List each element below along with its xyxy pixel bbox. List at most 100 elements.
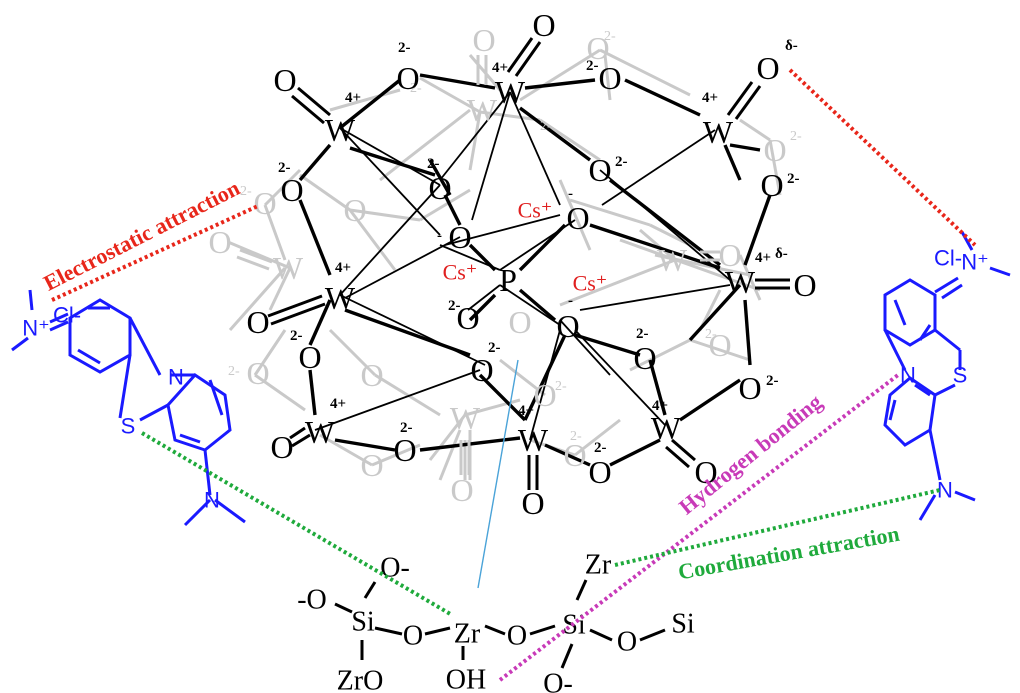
delta-charge: δ- <box>775 246 788 262</box>
tungsten-atom: W <box>725 264 756 300</box>
tungsten-charge: 4+ <box>345 90 361 106</box>
ghost-oxygen: O <box>708 327 731 363</box>
terminal-oxygen: O <box>273 62 296 98</box>
coordination-axis-line <box>477 359 519 589</box>
silicon-atom: Si <box>351 607 375 638</box>
tungsten-charge: 4+ <box>652 398 668 414</box>
bridging-oxygen: O <box>428 170 451 206</box>
coordination-label: Coordination attraction <box>676 521 901 585</box>
ghost-charge: 2- <box>604 29 616 44</box>
ghost-tungsten: W <box>657 242 688 278</box>
bridging-oxygen: O <box>393 432 416 468</box>
phosphate-oxygen: O <box>566 200 589 236</box>
terminal-oxygen: O <box>521 485 544 521</box>
ghost-oxygen: O <box>450 472 473 508</box>
oxygen-charge: 2- <box>594 440 607 456</box>
bridging-oxygen: O <box>588 454 611 490</box>
tungsten-charge: 4+ <box>492 60 508 76</box>
right-dye-atoms: N⁺ Cl- N S N <box>900 246 989 503</box>
ghost-oxygen: O <box>586 30 609 66</box>
ghost-charge: 2- <box>540 119 552 134</box>
support-oxygen-anion: O- <box>543 669 573 693</box>
ghost-oxygen: O <box>343 192 366 228</box>
oxygen-charge: 2- <box>398 40 411 56</box>
dye-sulfur: S <box>953 363 968 388</box>
cesium-cation: Cs⁺ <box>518 198 553 223</box>
support-oxygen-anion: -O <box>297 585 327 616</box>
bridging-oxygen: O <box>298 339 321 375</box>
oxygen-charge: 2- <box>278 160 291 176</box>
oxygen-charge: 2- <box>290 328 303 344</box>
tungsten-atom: W <box>495 74 526 110</box>
dye-nitrogen-cation: N⁺ <box>961 250 989 275</box>
support-bonds <box>334 579 666 669</box>
zirconium-atom: Zr <box>585 550 612 581</box>
bridging-oxygen: O <box>633 340 656 376</box>
dye-nitrogen: N <box>168 365 184 390</box>
terminal-oxygen: O <box>793 267 816 303</box>
zirconium-atom: Zr <box>454 619 481 650</box>
oxygen-charge: - <box>568 293 573 309</box>
bridging-oxygen: O <box>760 167 783 203</box>
dye-nitrogen-cation: N⁺ <box>22 316 50 341</box>
dye-sulfur: S <box>121 414 136 439</box>
bridging-oxygen: O <box>598 60 621 96</box>
tungsten-charge: 4+ <box>518 403 534 419</box>
back-double-bonds <box>236 55 720 475</box>
ghost-tungsten: W <box>273 250 304 286</box>
oxygen-charge: 2- <box>615 154 628 170</box>
oxygen-charge: - <box>568 186 573 202</box>
tungsten-atom: W <box>305 414 336 450</box>
oxygen-charge: - <box>437 228 442 244</box>
ghost-charge: 2- <box>570 429 582 444</box>
tungsten-atom: W <box>651 410 682 446</box>
tungsten-atom: W <box>703 114 734 150</box>
ghost-oxygen: O <box>246 355 269 391</box>
ghost-oxygen: O <box>360 357 383 393</box>
oxygen-charge: 2- <box>427 156 440 172</box>
support-oxygen: O <box>403 621 423 652</box>
terminal-oxygen: O <box>532 7 555 43</box>
oxygen-charge: 2- <box>400 420 413 436</box>
tungsten-charge: 4+ <box>755 250 771 266</box>
cesium-cation: Cs⁺ <box>443 260 478 285</box>
back-bonds <box>227 48 782 481</box>
ghost-oxygen: O <box>563 437 586 473</box>
terminal-oxygen: O <box>756 50 779 86</box>
chloride-anion: Cl- <box>934 246 962 271</box>
ghost-charge: 2- <box>228 364 240 379</box>
tungsten-charge: 4+ <box>335 260 351 276</box>
tungsten-atom: W <box>325 280 356 316</box>
hydroxyl-group: OH <box>446 665 486 693</box>
oxygen-charge: 2- <box>787 171 800 187</box>
tungsten-charge: 4+ <box>330 396 346 412</box>
support-atoms: O- -O Si O Zr O Si Zr O Si ZrO OH O- <box>297 550 695 693</box>
dye-nitrogen: N <box>900 363 916 388</box>
oxygen-charge: 2- <box>586 58 599 74</box>
hydrogen-bond-line <box>498 373 900 682</box>
terminal-oxygen: O <box>694 454 717 490</box>
phosphate-oxygen: O <box>556 308 579 344</box>
ghost-tungsten: W <box>450 400 481 436</box>
support-oxygen: O <box>617 627 637 658</box>
electrostatic-line-right <box>788 68 977 247</box>
interaction-lines <box>51 68 977 682</box>
terminal-oxygen: O <box>246 304 269 340</box>
bridging-oxygen: O <box>456 300 479 336</box>
tungsten-atom: W <box>325 112 356 148</box>
front-atoms: W W W W W W W W 4+ 4+ 4+ 4+ 4+ 4+ 4+ 4+ … <box>246 7 816 521</box>
tungsten-atom: W <box>518 422 549 458</box>
ghost-oxygen: O <box>763 132 786 168</box>
terminal-oxygen: O <box>270 429 293 465</box>
silicon-atom: Si <box>671 609 695 640</box>
ghost-oxygen: O <box>208 224 231 260</box>
ghost-charge: 2- <box>410 81 422 96</box>
tungsten-charge: 4+ <box>702 90 718 106</box>
left-methylene-blue <box>11 289 246 527</box>
support-oxygen-anion: O- <box>380 553 410 584</box>
phosphorus-atom: P <box>499 262 517 298</box>
ghost-charge: 2- <box>555 379 567 394</box>
cesium-cation: Cs⁺ <box>573 271 608 296</box>
